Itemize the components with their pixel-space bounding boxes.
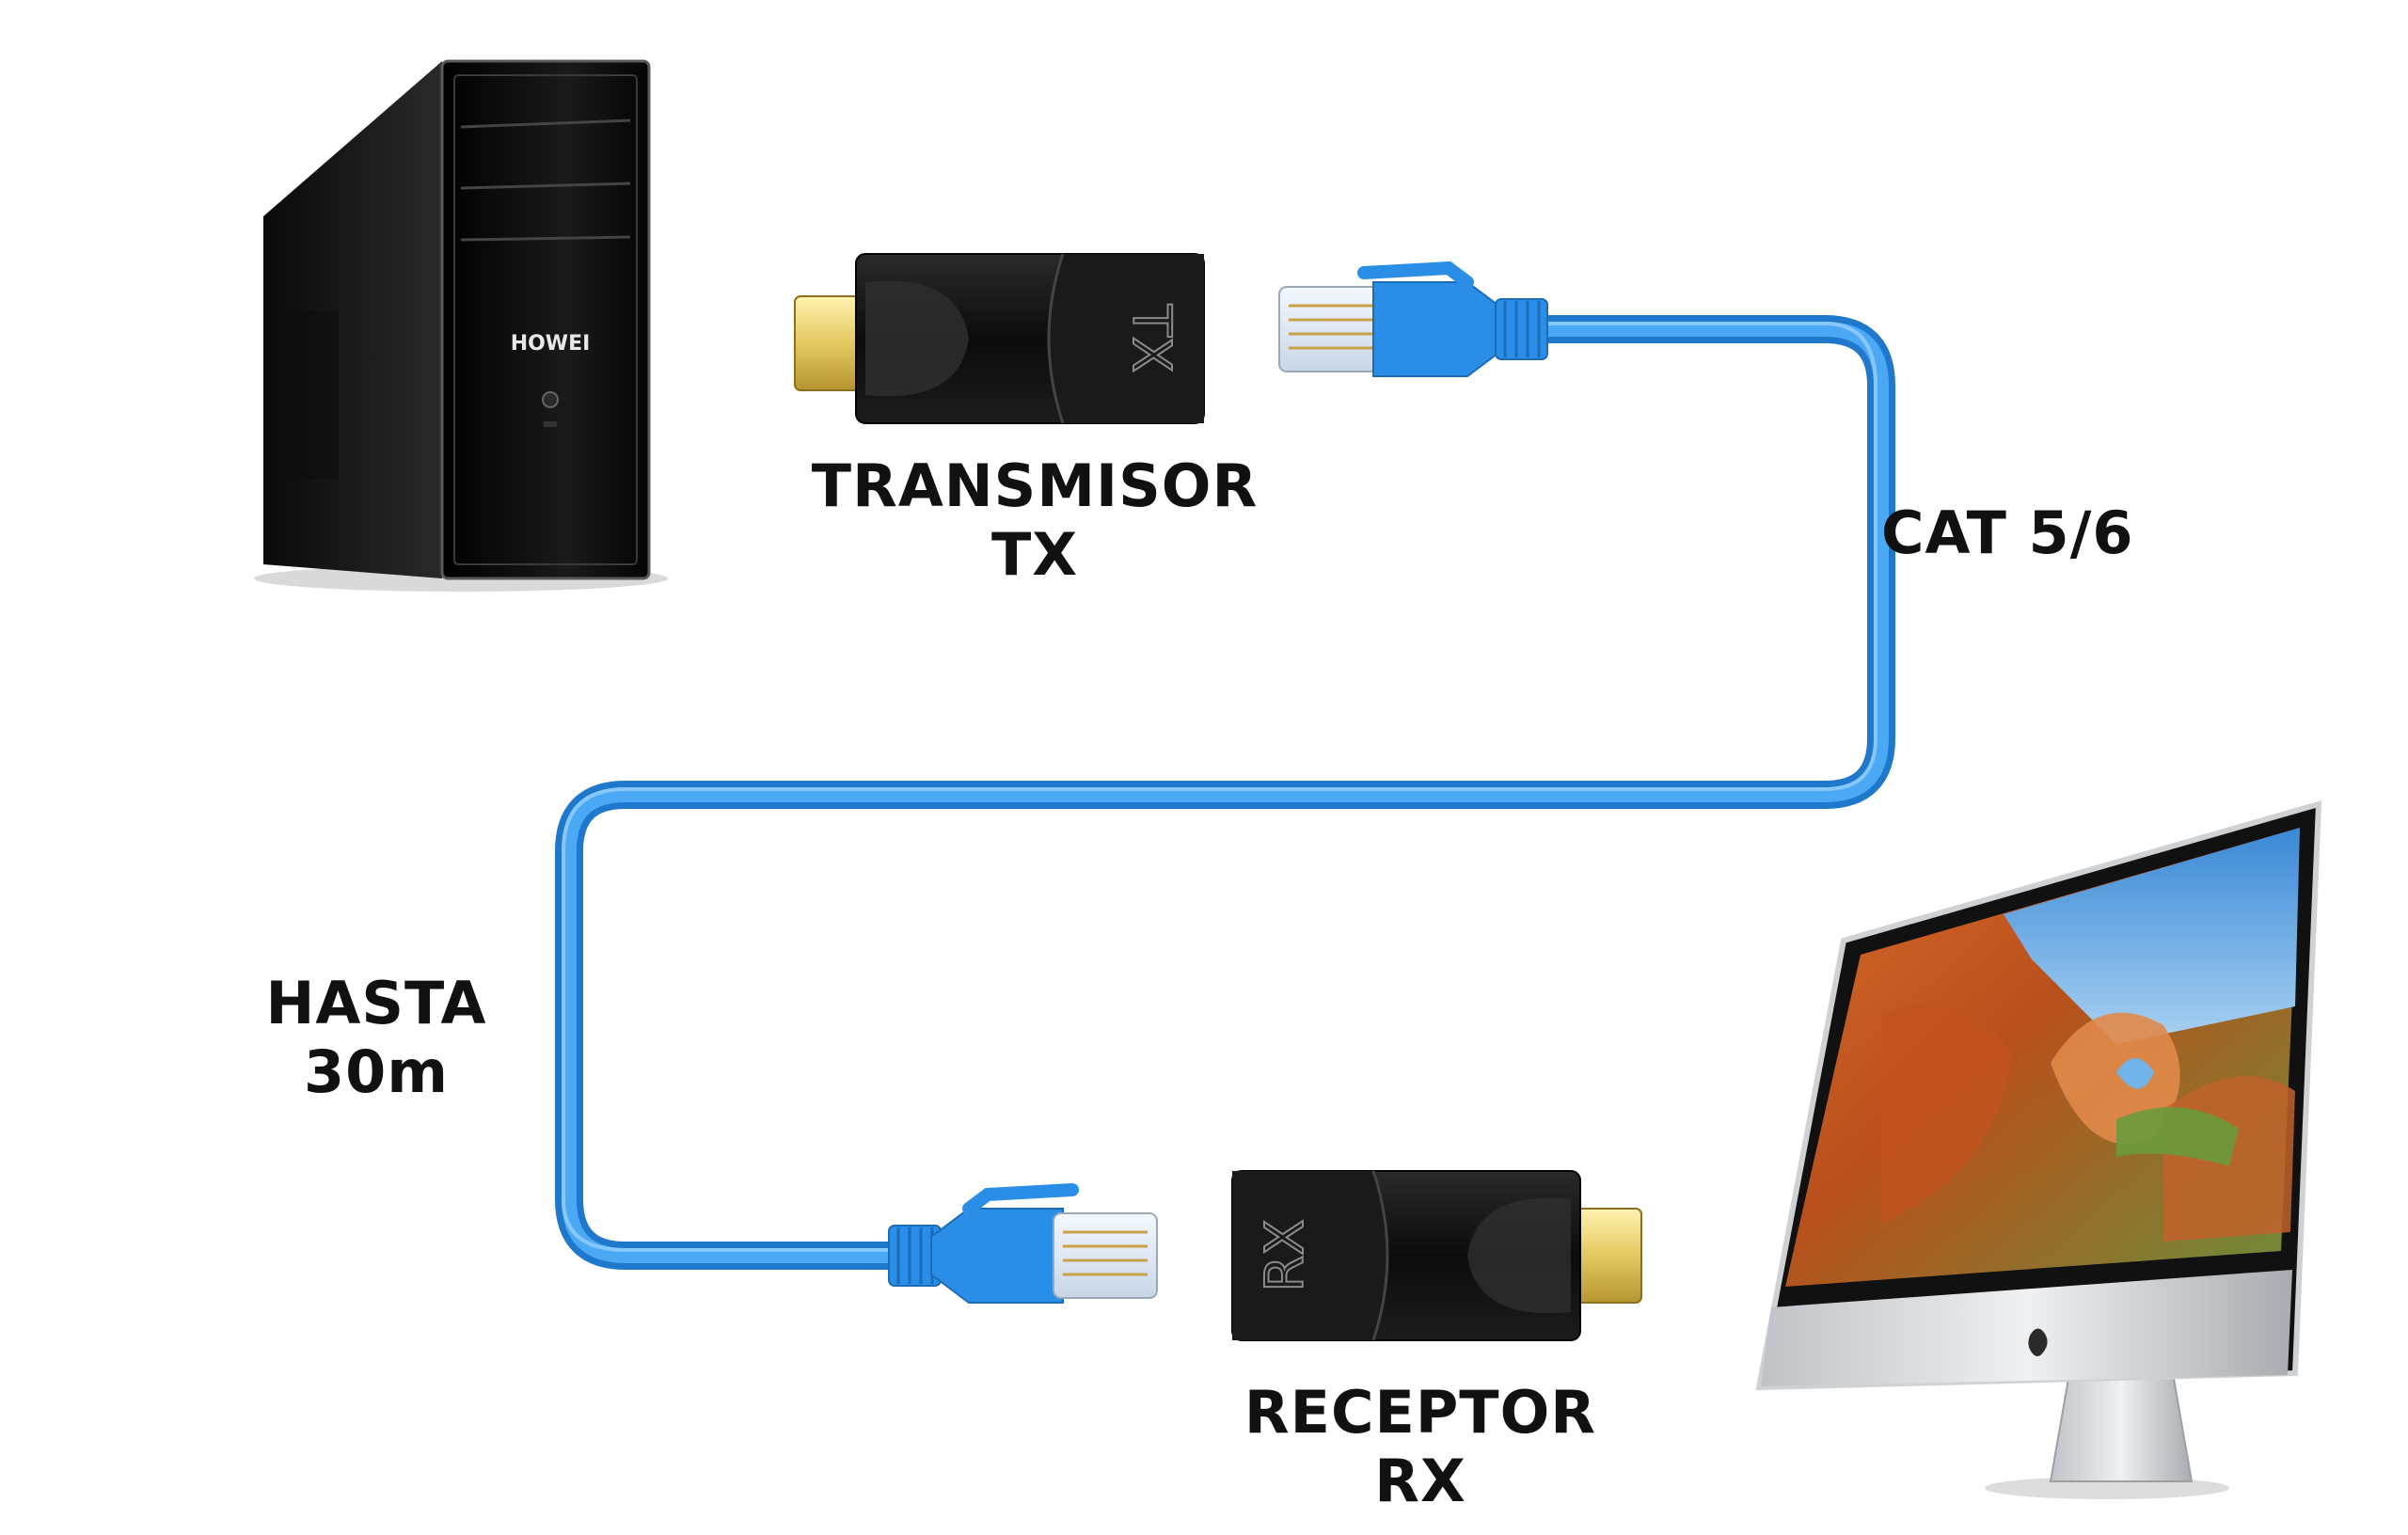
- receiver-device-mark: RX: [1255, 1219, 1316, 1291]
- cable-type-label: CAT 5/6: [1881, 498, 2134, 567]
- imac-monitor-icon: [1755, 799, 2322, 1499]
- pc-brand-text: HOWEI: [511, 332, 591, 356]
- receiver-device-icon: [1231, 1170, 1642, 1341]
- transmitter-label-line1: TRANSMISOR: [811, 451, 1259, 520]
- cable-label: CAT 5/6: [1881, 498, 2239, 567]
- receiver-label-line2: RX: [1374, 1447, 1466, 1516]
- receiver-label: RECEPTOR RX: [1138, 1378, 1703, 1515]
- receiver-label-line1: RECEPTOR: [1244, 1378, 1597, 1447]
- transmitter-device-icon: [794, 253, 1205, 424]
- transmitter-label-line2: TX: [990, 520, 1079, 590]
- distance-label: HASTA 30m: [198, 969, 555, 1106]
- ethernet-cable: [555, 315, 1895, 1270]
- rj45-plug-icon: [888, 1183, 1158, 1304]
- transmitter-label: TRANSMISOR TX: [752, 451, 1317, 589]
- pc-tower-icon: [254, 59, 668, 592]
- rj45-plug-icon: [1278, 261, 1548, 377]
- distance-label-line1: HASTA: [265, 969, 487, 1037]
- transmitter-device-mark: TX: [1120, 304, 1181, 373]
- distance-label-line2: 30m: [304, 1037, 449, 1107]
